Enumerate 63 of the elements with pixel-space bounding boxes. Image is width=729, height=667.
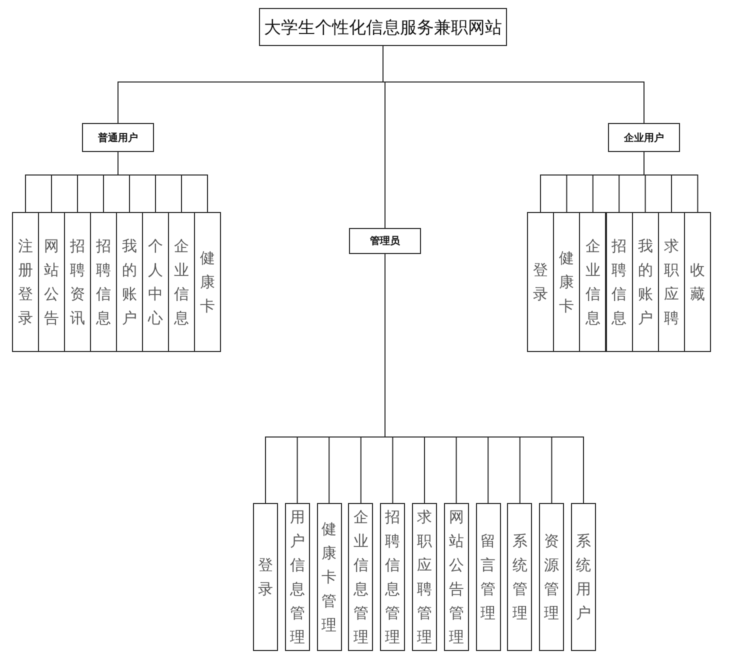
box-label: 健康卡 <box>559 248 574 317</box>
function-box <box>412 503 437 651</box>
function-box <box>194 212 221 352</box>
box-label: 留言管理 <box>480 531 496 624</box>
function-box <box>116 212 143 352</box>
role-box <box>349 228 421 254</box>
function-box <box>539 503 564 651</box>
function-box <box>348 503 374 651</box>
function-box <box>168 212 195 352</box>
function-box <box>444 503 469 651</box>
function-box <box>684 212 712 352</box>
function-box <box>12 212 39 352</box>
box-label: 个人中心 <box>148 236 163 329</box>
function-box <box>507 503 532 651</box>
box-label: 企业信息 <box>585 236 600 329</box>
box-label: 求职应聘管理 <box>417 507 432 648</box>
box-label: 我的账户 <box>122 236 137 329</box>
role-box <box>608 123 680 152</box>
title-box <box>259 8 507 46</box>
function-box <box>632 212 659 352</box>
box-label: 大学生个性化信息服务兼职网站 <box>264 16 502 38</box>
function-box <box>571 503 596 651</box>
box-label: 普通用户 <box>98 131 138 144</box>
function-box <box>316 503 342 651</box>
box-label: 系统用户 <box>576 531 591 624</box>
box-label: 收藏 <box>690 260 706 305</box>
function-box <box>476 503 501 651</box>
box-label: 用户信息管理 <box>290 507 305 648</box>
function-box <box>64 212 91 352</box>
function-box <box>90 212 117 352</box>
box-label: 登录 <box>533 260 548 305</box>
function-box <box>553 212 580 352</box>
function-box <box>253 503 278 651</box>
role-box <box>82 123 154 152</box>
function-box <box>527 212 554 352</box>
box-label: 企业信息管理 <box>353 507 368 648</box>
box-label: 资源管理 <box>544 531 560 624</box>
box-label: 系统管理 <box>512 531 528 624</box>
box-label: 管理员 <box>370 234 400 248</box>
box-label: 招聘信息 <box>612 236 627 329</box>
box-label: 招聘资讯 <box>70 236 85 329</box>
box-label: 求职应聘 <box>664 236 679 329</box>
connector-line <box>644 152 698 212</box>
function-box <box>380 503 406 651</box>
function-box <box>142 212 169 352</box>
function-box <box>658 212 685 352</box>
box-label: 我的账户 <box>638 236 653 329</box>
function-box <box>38 212 65 352</box>
connector-line <box>118 152 208 212</box>
box-label: 注册登录 <box>18 236 33 329</box>
function-box <box>284 503 310 651</box>
box-label: 招聘信息 <box>96 236 111 329</box>
connector-line <box>382 46 386 228</box>
box-label: 企业信息 <box>174 236 189 329</box>
box-label: 健康卡 <box>200 248 215 317</box>
box-label: 网站公告管理 <box>448 507 464 648</box>
function-box <box>606 212 633 352</box>
box-label: 招聘信息管理 <box>385 507 400 648</box>
function-box <box>579 212 606 352</box>
box-label: 企业用户 <box>624 131 664 144</box>
box-label: 登录 <box>258 555 273 600</box>
box-label: 网站公告 <box>44 236 59 329</box>
box-label: 健康卡管理 <box>322 519 337 636</box>
